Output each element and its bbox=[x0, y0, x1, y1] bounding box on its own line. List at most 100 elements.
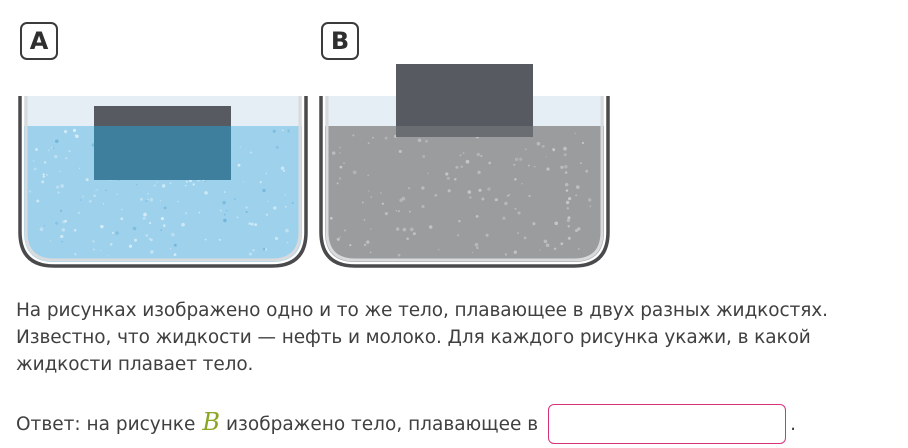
liquid-particle bbox=[223, 191, 226, 193]
liquid-particle bbox=[397, 210, 401, 213]
liquid-particle bbox=[132, 226, 137, 231]
liquid-particle bbox=[504, 201, 508, 206]
liquid-particle bbox=[149, 222, 152, 225]
liquid-particle bbox=[78, 212, 80, 214]
liquid-particle bbox=[456, 233, 460, 237]
liquid-particle bbox=[467, 190, 472, 194]
answer-period: . bbox=[790, 413, 797, 435]
liquid-particle bbox=[287, 129, 291, 133]
liquid-particle bbox=[93, 248, 95, 251]
liquid-particle bbox=[363, 219, 366, 221]
liquid-particle bbox=[339, 165, 343, 169]
liquid-particle bbox=[474, 242, 479, 247]
liquid-particle bbox=[264, 248, 267, 251]
liquid-particle bbox=[560, 165, 564, 169]
liquid-particle bbox=[116, 193, 118, 195]
liquid-particle bbox=[454, 178, 457, 181]
liquid-particle bbox=[54, 155, 58, 159]
liquid-particle bbox=[79, 199, 82, 201]
liquid-particle bbox=[149, 197, 154, 202]
liquid-particle bbox=[336, 182, 339, 185]
liquid-particle bbox=[532, 222, 536, 226]
liquid-particle bbox=[585, 169, 589, 173]
liquid-particle bbox=[566, 218, 571, 223]
liquid-particle bbox=[445, 172, 449, 176]
vessel-b-outline bbox=[319, 96, 610, 268]
liquid-particle bbox=[73, 228, 77, 232]
liquid-particle bbox=[395, 227, 400, 231]
liquid-particle bbox=[133, 238, 138, 242]
liquid-particle bbox=[563, 146, 567, 151]
liquid-particle bbox=[425, 139, 428, 143]
liquid-particle bbox=[82, 195, 85, 198]
liquid-particle bbox=[33, 167, 37, 171]
liquid-particle bbox=[121, 208, 123, 211]
liquid-particle bbox=[105, 189, 107, 192]
liquid-particle bbox=[218, 238, 221, 241]
liquid-particle bbox=[34, 147, 39, 152]
liquid-particle bbox=[460, 165, 464, 169]
liquid-particle bbox=[502, 216, 506, 220]
liquid-particle bbox=[589, 205, 592, 208]
liquid-particle bbox=[222, 200, 226, 205]
liquid-particle bbox=[135, 183, 138, 186]
liquid-particle bbox=[564, 171, 568, 174]
liquid-particle bbox=[259, 181, 262, 184]
liquid-particle bbox=[352, 170, 357, 175]
question-text: На рисунках изображено одно и то же тело… bbox=[16, 300, 828, 375]
liquid-particle bbox=[565, 200, 570, 205]
vessel-b-body-submerged bbox=[396, 126, 533, 137]
liquid-particle bbox=[107, 255, 109, 257]
liquid-particle bbox=[41, 180, 45, 184]
liquid-particle bbox=[282, 169, 286, 173]
liquid-particle bbox=[55, 139, 59, 144]
liquid-particle bbox=[352, 134, 355, 137]
liquid-particle bbox=[274, 236, 279, 240]
liquid-particle bbox=[249, 151, 252, 154]
liquid-particle bbox=[343, 162, 345, 165]
liquid-particle bbox=[100, 249, 102, 252]
liquid-particle bbox=[111, 231, 115, 235]
figure-label-a: A bbox=[20, 22, 58, 60]
liquid-particle bbox=[46, 173, 48, 176]
liquid-particle bbox=[567, 225, 570, 228]
liquid-particle bbox=[109, 243, 113, 246]
liquid-particle bbox=[568, 197, 572, 201]
liquid-particle bbox=[434, 194, 438, 197]
liquid-particle bbox=[481, 197, 485, 201]
liquid-particle bbox=[254, 223, 258, 226]
liquid-particle bbox=[543, 239, 548, 244]
liquid-particle bbox=[262, 188, 266, 193]
liquid-particle bbox=[409, 227, 414, 232]
liquid-particle bbox=[156, 181, 158, 183]
liquid-particle bbox=[465, 159, 470, 164]
liquid-particle bbox=[447, 189, 451, 193]
liquid-particle bbox=[245, 206, 248, 209]
liquid-particle bbox=[521, 183, 523, 185]
liquid-particle bbox=[32, 160, 35, 162]
liquid-particle bbox=[487, 187, 491, 191]
liquid-particle bbox=[563, 153, 567, 157]
liquid-particle bbox=[248, 222, 251, 225]
liquid-particle bbox=[455, 165, 459, 169]
vessel-a-outline bbox=[18, 96, 308, 268]
liquid-particle bbox=[68, 150, 71, 153]
liquid-particle bbox=[546, 167, 550, 171]
liquid-particle bbox=[78, 167, 81, 169]
liquid-particle bbox=[173, 243, 177, 247]
liquid-particle bbox=[513, 250, 517, 254]
liquid-particle bbox=[488, 161, 492, 165]
liquid-particle bbox=[408, 210, 411, 213]
liquid-particle bbox=[225, 209, 228, 212]
liquid-particle bbox=[267, 200, 269, 203]
figures-area: A B bbox=[18, 22, 610, 268]
liquid-particle bbox=[565, 189, 569, 192]
liquid-particle bbox=[459, 154, 462, 157]
liquid-particle bbox=[248, 252, 252, 256]
liquid-particle bbox=[223, 218, 227, 223]
liquid-particle bbox=[275, 145, 279, 149]
answer-input[interactable] bbox=[548, 404, 787, 444]
answer-suffix: изображено тело, плавающее в bbox=[226, 413, 539, 435]
liquid-particle bbox=[93, 194, 96, 198]
liquid-particle bbox=[380, 192, 382, 194]
